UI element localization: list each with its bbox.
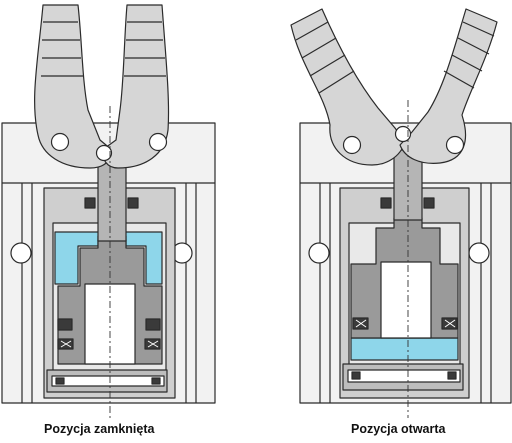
jaw-left: [34, 4, 113, 169]
jaw-right: [399, 8, 498, 164]
gripper-closed-position: [1, 4, 216, 418]
mounting-hole-left: [10, 242, 32, 264]
mounting-hole-left: [308, 242, 330, 264]
jaw-pivot-right: [148, 132, 168, 152]
gripper-open-position: [290, 8, 512, 418]
piston-rod: [97, 162, 127, 242]
rod-seal-right: [127, 197, 139, 209]
mounting-hole-right: [468, 242, 490, 264]
jaw-right: [102, 4, 170, 169]
rod-seal-left: [84, 197, 96, 209]
link-pin: [394, 125, 412, 143]
pressure-chamber-lower: [350, 337, 459, 361]
piston-window: [380, 261, 432, 339]
rod-seal-left: [380, 197, 392, 209]
rod-seal-right: [423, 197, 435, 209]
jaw-pivot-left: [342, 135, 362, 155]
caption-closed-position: Pozycja zamknięta: [44, 422, 155, 436]
link-pin: [95, 144, 113, 162]
piston-seal-right: [145, 318, 161, 331]
caption-open-position: Pozycja otwarta: [351, 422, 446, 436]
jaw-pivot-left: [50, 132, 70, 152]
piston-seal-left: [57, 318, 73, 331]
jaw-pivot-right: [445, 135, 465, 155]
